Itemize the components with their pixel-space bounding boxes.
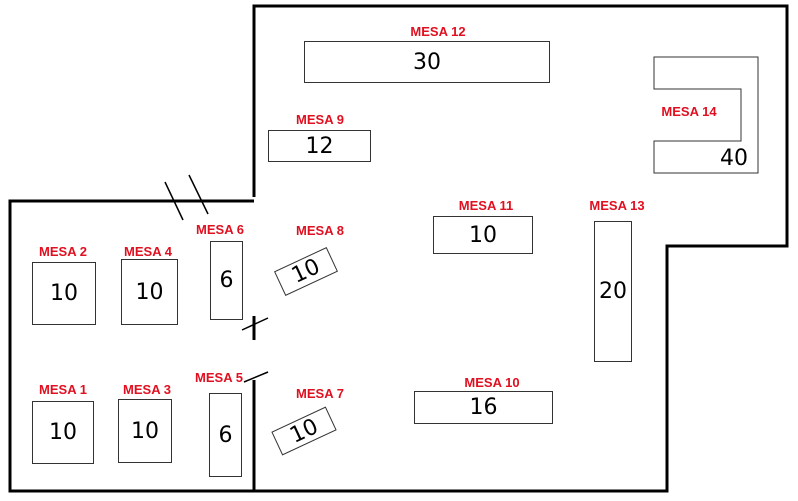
table-mesa1: 10 [32, 401, 94, 464]
label-mesa10: MESA 10 [464, 375, 520, 390]
capacity-mesa12: 30 [413, 49, 441, 75]
label-mesa3: MESA 3 [123, 382, 171, 397]
capacity-mesa3: 10 [131, 418, 159, 444]
door-mark [243, 371, 269, 383]
label-mesa14: MESA 14 [661, 104, 717, 119]
door-mark [164, 181, 184, 221]
door-mark [188, 174, 209, 215]
capacity-mesa14: 40 [720, 146, 748, 171]
table-mesa5: 6 [209, 393, 242, 477]
capacity-mesa10: 16 [469, 395, 498, 420]
label-mesa2: MESA 2 [39, 244, 87, 259]
annex-wall [8, 199, 254, 493]
table-mesa12: 30 [304, 41, 550, 83]
door-mark [241, 317, 269, 331]
label-mesa12: MESA 12 [410, 24, 466, 39]
capacity-mesa11: 10 [469, 222, 497, 248]
table-mesa2: 10 [32, 262, 96, 325]
main-hall-wall [252, 4, 789, 493]
capacity-mesa4: 10 [135, 279, 164, 305]
label-mesa8: MESA 8 [296, 223, 344, 238]
capacity-mesa9: 12 [305, 133, 334, 159]
table-mesa11: 10 [433, 216, 533, 254]
label-mesa5: MESA 5 [195, 370, 243, 385]
table-mesa3: 10 [118, 399, 172, 463]
table-mesa6: 6 [210, 241, 243, 320]
label-mesa11: MESA 11 [458, 198, 514, 213]
capacity-mesa5: 6 [218, 422, 233, 448]
label-mesa6: MESA 6 [196, 222, 244, 237]
table-mesa9: 12 [268, 130, 371, 162]
label-mesa9: MESA 9 [296, 112, 344, 127]
table-shape-mesa14 [653, 56, 759, 174]
table-mesa10: 16 [414, 391, 553, 424]
capacity-mesa2: 10 [50, 281, 78, 306]
label-mesa1: MESA 1 [39, 382, 87, 397]
table-mesa4: 10 [121, 259, 178, 325]
label-mesa13: MESA 13 [589, 198, 645, 213]
table-mesa13: 20 [594, 221, 632, 362]
label-mesa4: MESA 4 [124, 244, 172, 259]
capacity-mesa6: 6 [219, 268, 234, 293]
capacity-mesa1: 10 [49, 420, 77, 445]
capacity-mesa13: 20 [599, 279, 627, 304]
label-mesa7: MESA 7 [296, 386, 344, 401]
